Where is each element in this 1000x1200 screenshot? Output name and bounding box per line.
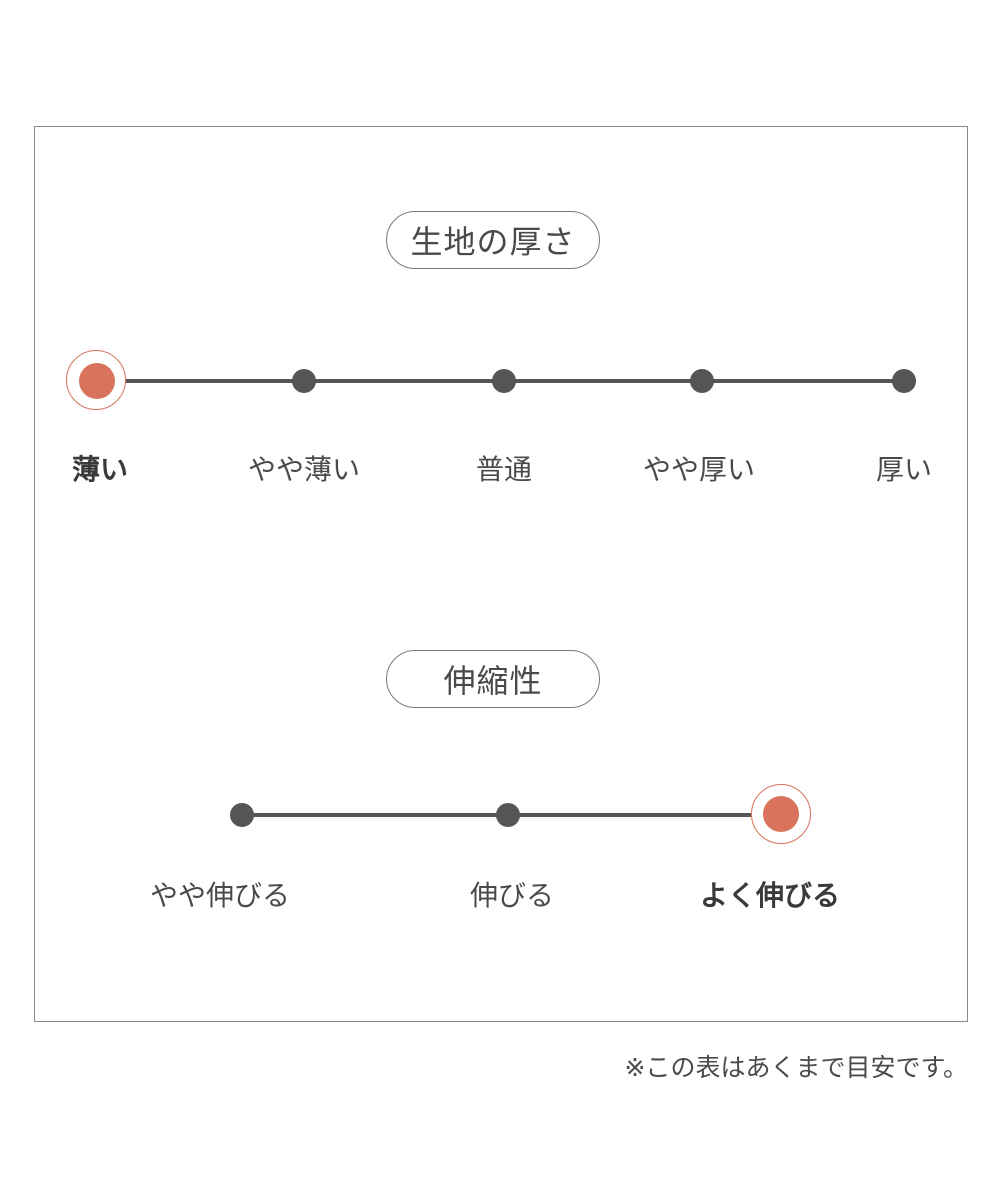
disclaimer-note: ※この表はあくまで目安です。 xyxy=(624,1053,968,1082)
thickness-dot-4 xyxy=(690,369,714,393)
thickness-label-4: やや厚い xyxy=(642,453,756,486)
stretch-dot-3 xyxy=(763,796,799,832)
stretch-label-1: やや伸びる xyxy=(149,879,291,912)
stretch-label-2: 伸びる xyxy=(469,879,555,912)
thickness-label-5: 厚い xyxy=(875,453,933,486)
thickness-dot-3 xyxy=(492,369,516,393)
stretch-dot-1 xyxy=(230,803,254,827)
thickness-dot-2 xyxy=(292,369,316,393)
thickness-label-1: 薄い xyxy=(71,453,129,486)
thickness-title: 生地の厚さ xyxy=(386,211,600,269)
stretch-label-3: よく伸びる xyxy=(699,879,841,912)
thickness-label-3: 普通 xyxy=(475,453,533,486)
stretch-dot-2 xyxy=(496,803,520,827)
stretch-title: 伸縮性 xyxy=(386,650,600,708)
fabric-spec-panel xyxy=(34,126,968,1022)
thickness-label-2: やや薄い xyxy=(247,453,361,486)
thickness-dot-1 xyxy=(79,363,115,399)
thickness-dot-5 xyxy=(892,369,916,393)
